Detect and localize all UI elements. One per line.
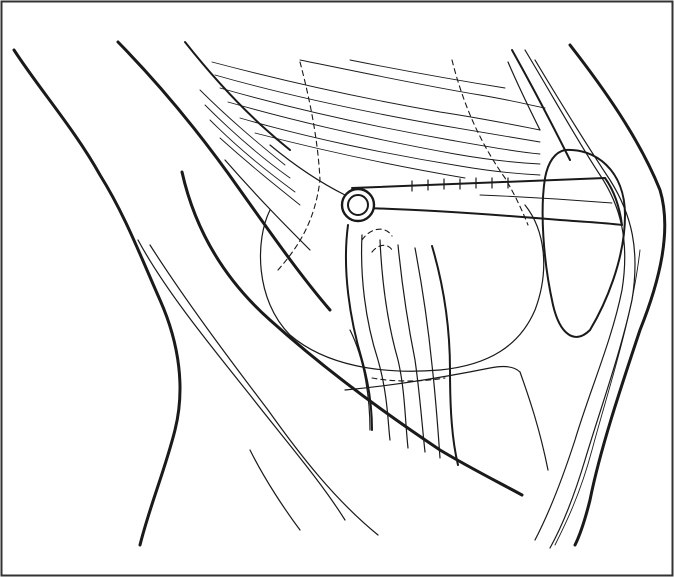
rod-inner-line xyxy=(480,195,612,203)
rod-top xyxy=(352,178,605,188)
femur-contour-inner xyxy=(185,42,290,150)
tunnel-dashes xyxy=(362,229,392,240)
lower-left-line xyxy=(250,450,300,530)
thigh-outline-left xyxy=(14,50,180,545)
condyle-outline xyxy=(260,205,543,371)
tunnel-dashes-2 xyxy=(372,245,392,252)
rod-bottom xyxy=(365,208,622,225)
femur-line-extra-2 xyxy=(225,160,310,250)
right-skin-outer xyxy=(570,45,665,545)
tunnel-ring-outer xyxy=(342,189,374,221)
ligament-graft xyxy=(346,225,458,465)
right-tendon-5 xyxy=(555,250,640,545)
tibia-front xyxy=(520,372,548,470)
lower-band-mid xyxy=(138,240,345,520)
right-tendon-1 xyxy=(512,50,570,160)
